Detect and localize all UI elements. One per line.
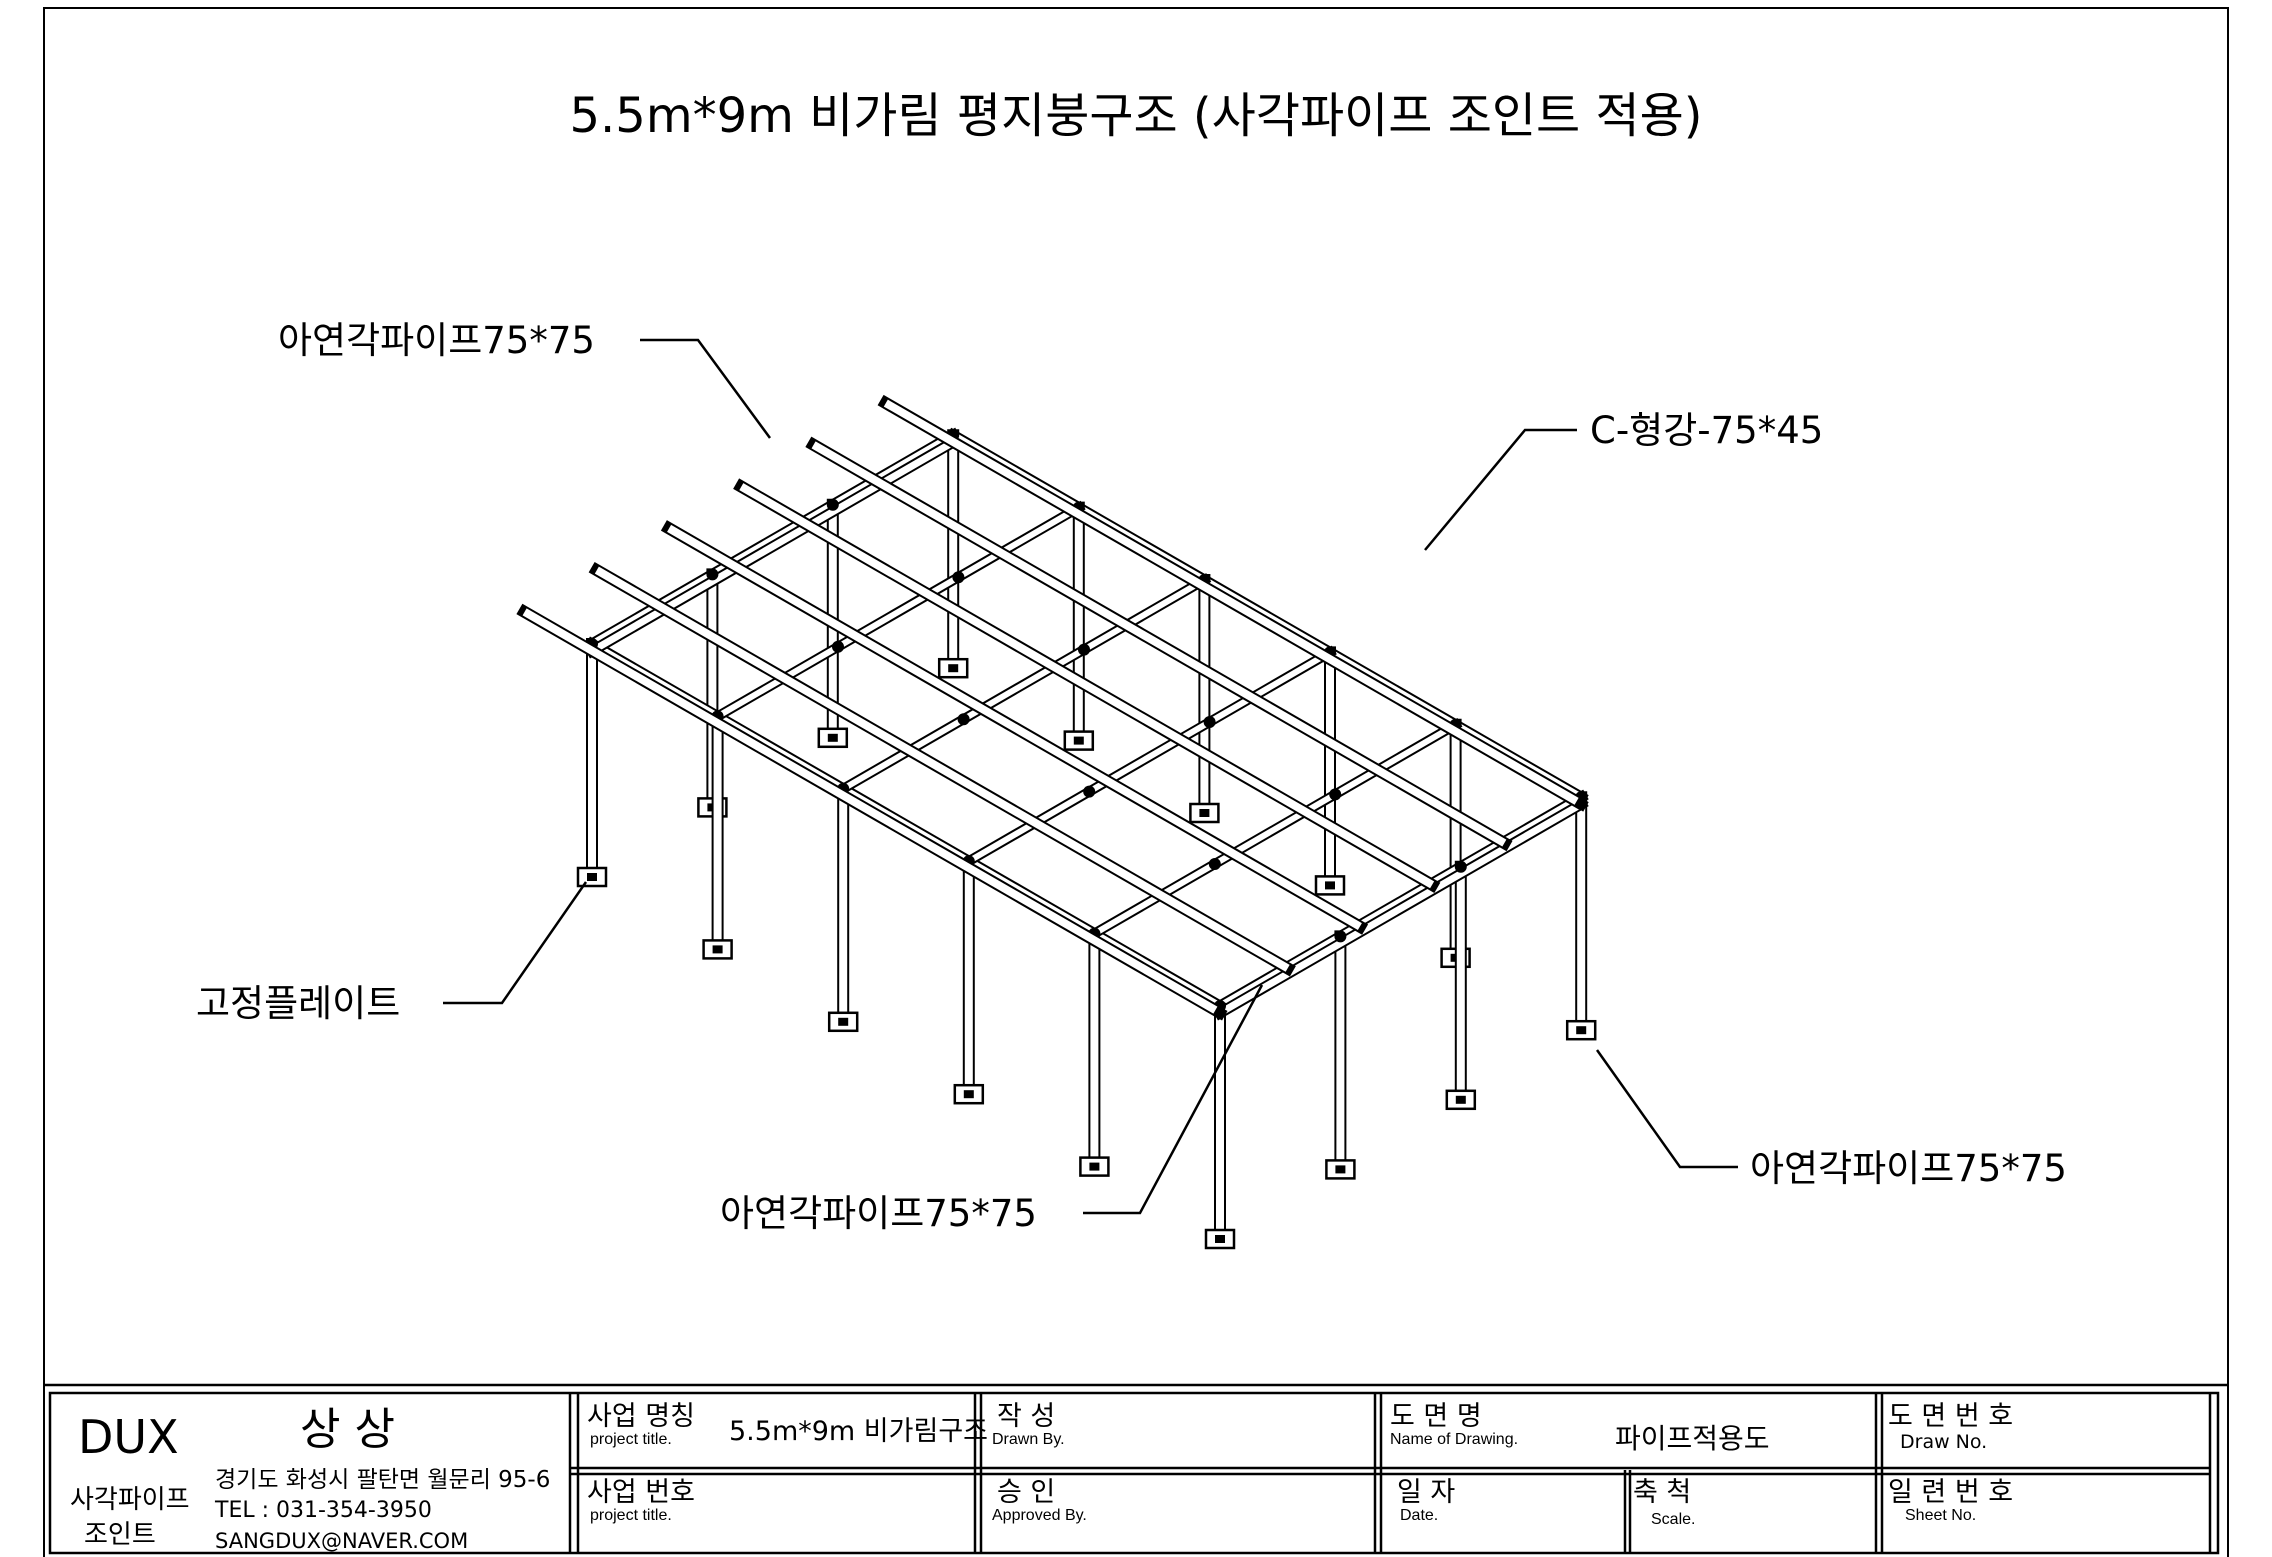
approved-by-label: 승 인 [997,1477,1056,1508]
draw-no-label-en: Draw No. [1900,1431,1988,1453]
callout-bottom-center: 아연각파이프75*75 [720,1192,1037,1235]
callout-left: 고정플레이트 [196,982,401,1025]
base-plate-0-4-bolt [1089,1162,1100,1171]
scale-label-en: Scale. [1651,1511,1696,1528]
callout-bottom-right: 아연각파이프75*75 [1750,1147,2067,1190]
drawing-name-label-en: Name of Drawing. [1390,1431,1519,1448]
joint-2-1 [952,571,965,584]
leader-left [443,881,588,1005]
callout-top-right: C-형강-75*45 [1590,409,1824,452]
leader-top-right [1424,428,1577,551]
company-en: DUX [78,1410,179,1464]
sheet-border [43,7,2229,1557]
leader-lines [443,338,1738,1215]
drawing-name-label: 도 면 명 [1390,1401,1482,1432]
brand-line1: 사각파이프 [70,1485,190,1515]
callout-top-left: 아연각파이프75*75 [278,319,595,362]
joint-1-2 [957,713,970,726]
brand-line2: 조인트 [84,1520,156,1550]
date-label-en: Date. [1400,1507,1439,1524]
base-plate-2-0-bolt [827,733,838,742]
drawn-by-label: 작 성 [997,1401,1056,1432]
c-purlin-1-fill [594,566,1290,972]
joint-2-3 [1203,716,1216,728]
beam-4-fill [1092,722,1458,937]
company-email: SANGDUX@NAVER.COM [215,1529,469,1553]
approved-by-label-en: Approved By. [992,1507,1087,1524]
base-plate-0-2-bolt [838,1017,849,1026]
project-name-label: 사업 명칭 [587,1401,695,1432]
frame-structure [516,394,1597,1250]
base-plate-2-5-bolt [1455,1095,1466,1104]
joint-1-1 [832,640,844,653]
joint-1-3 [1083,785,1096,798]
joint-1-0 [706,568,719,581]
project-name-label-en: project title. [590,1431,672,1448]
base-plate-3-1-bolt [1073,736,1084,745]
drawing-name-value: 파이프적용도 [1615,1422,1770,1455]
title-block [44,1383,2228,1555]
c-purlin-5-fill [883,399,1579,805]
leader-bottom-center [1083,984,1264,1215]
rail-right-0-fill [1218,794,1583,1010]
base-plate-3-3-bolt [1325,881,1335,890]
c-purlin-4-fill [811,441,1507,847]
company-address: 경기도 화성시 팔탄면 월문리 95-6 [215,1467,551,1493]
drawn-by-label-en: Drawn By. [992,1431,1065,1448]
rail-left-0-fill [590,432,955,648]
leader-top-left [640,338,772,439]
project-no-label-en: project title. [590,1507,672,1524]
beam-3-fill [967,649,1332,864]
base-plate-0-1-bolt [712,945,723,954]
company-kr: 상 상 [300,1404,395,1455]
base-plate-0-5-bolt [1215,1235,1225,1243]
base-plate-0-0-bolt [587,873,597,881]
joint-2-2 [1078,643,1090,656]
draw-no-label: 도 면 번 호 [1888,1401,2014,1432]
joint-2-5 [1454,860,1467,873]
base-plate-3-0-bolt [948,664,959,673]
sheet-no-label-en: Sheet No. [1905,1507,1977,1524]
rail-right-1-fill [1218,801,1583,1016]
c-purlin-0-fill [522,608,1218,1014]
base-plate-1-5-bolt [1335,1165,1346,1174]
base-plate-0-3-bolt [963,1090,974,1099]
project-name-value: 5.5m*9m 비가림구조 [729,1416,989,1447]
base-plate-3-2-bolt [1199,809,1210,817]
joint-1-5 [1334,930,1347,943]
joint-2-0 [826,498,839,511]
beam-2-fill [841,577,1206,792]
base-plate-3-5-bolt [1576,1026,1587,1035]
date-label: 일 자 [1397,1477,1456,1508]
joint-2-4 [1329,788,1342,801]
project-no-label: 사업 번호 [587,1477,695,1508]
leader-bottom-right [1595,1049,1738,1169]
scale-label: 축 척 [1633,1477,1692,1508]
joint-1-4 [1208,858,1221,870]
rail-left-1-fill [590,439,955,654]
beam-1-fill [716,505,1081,719]
drawing-title: 5.5m*9m 비가림 평지붕구조 (사각파이프 조인트 적용) [569,88,1703,144]
sheet-no-label: 일 련 번 호 [1888,1477,2014,1508]
company-tel: TEL : 031-354-3950 [215,1498,432,1523]
c-purlin-3-fill [739,483,1435,889]
c-purlin-2-fill [667,524,1362,931]
